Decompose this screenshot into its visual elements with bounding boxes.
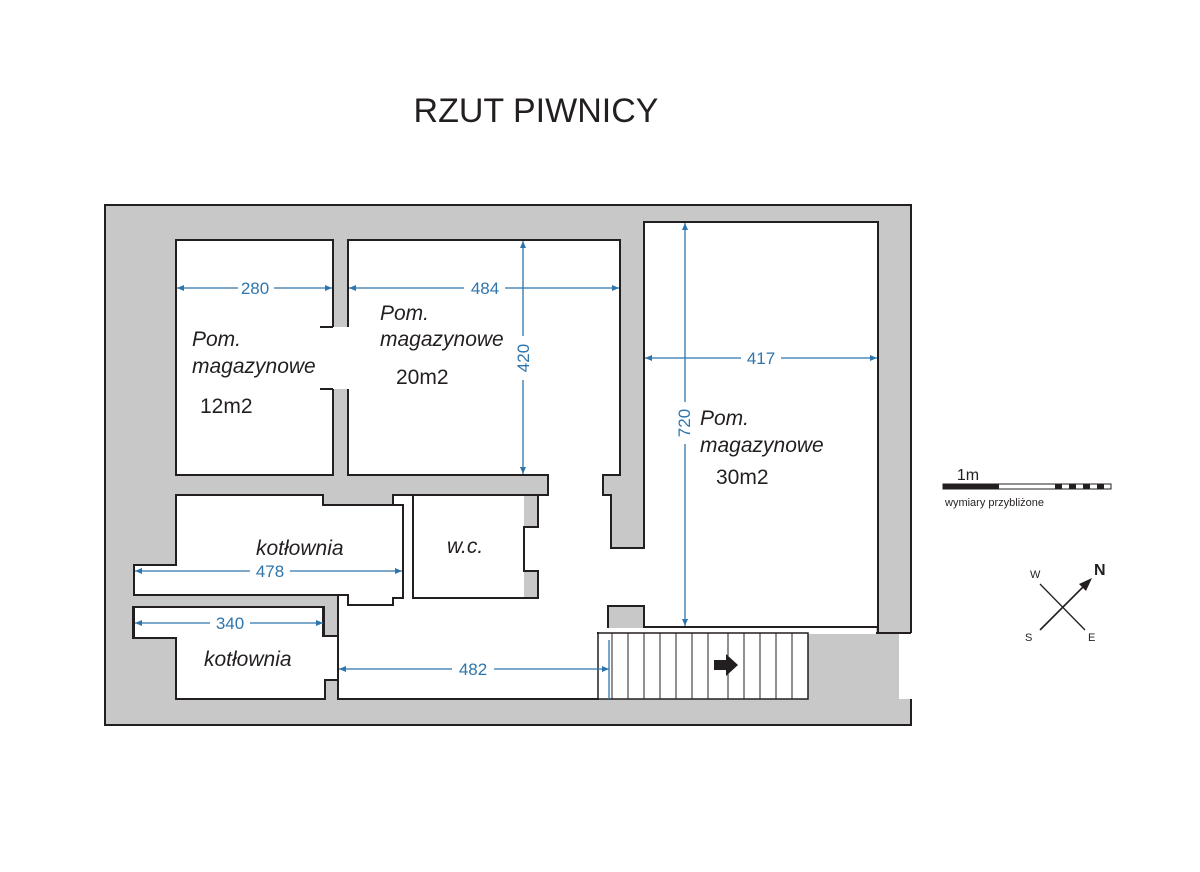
entrance-opening (899, 633, 913, 699)
rooms (132, 221, 879, 700)
room-label-boiler-2: kotłownia (204, 648, 292, 671)
room-label-storage-12-line2: magazynowe (192, 355, 316, 378)
scale-label: 1m (957, 467, 979, 484)
room-labels: Pom. magazynowe 12m2 Pom. magazynowe 20m… (192, 302, 824, 671)
stairs-direction-arrow-icon (714, 654, 738, 676)
room-label-wc: w.c. (447, 535, 483, 558)
dimension-484: 484 (471, 279, 499, 298)
room-wc (413, 495, 524, 598)
room-label-storage-12-line1: Pom. (192, 328, 241, 351)
room-label-storage-30-line1: Pom. (700, 407, 749, 430)
room-label-storage-20-line2: magazynowe (380, 328, 504, 351)
compass-north: N (1094, 562, 1106, 579)
room-label-storage-30-line2: magazynowe (700, 434, 824, 457)
compass-east: E (1088, 632, 1095, 644)
compass: N W S E (1025, 562, 1106, 644)
dimension-lines: 280 484 420 417 720 478 340 (135, 223, 877, 699)
room-label-storage-20-line1: Pom. (380, 302, 429, 325)
dimension-478: 478 (256, 562, 284, 581)
room-area-30: 30m2 (716, 466, 769, 489)
dimension-720: 720 (675, 409, 694, 437)
north-arrow-icon (1079, 578, 1092, 591)
dimension-420: 420 (514, 344, 533, 372)
dimension-280: 280 (241, 279, 269, 298)
staircase (597, 632, 809, 700)
room-label-boiler-1: kotłownia (256, 537, 344, 560)
room-area-12: 12m2 (200, 395, 253, 418)
stairs (597, 632, 809, 700)
room-boiler-2 (133, 606, 339, 700)
compass-south: S (1025, 632, 1032, 644)
scale-bar: 1m wymiary przybliżone (942, 467, 1112, 509)
room-area-20: 20m2 (396, 366, 449, 389)
room-boiler-1 (133, 494, 404, 606)
plan-title: RZUT PIWNICY (414, 92, 659, 130)
dimension-417: 417 (747, 349, 775, 368)
dimension-482: 482 (459, 660, 487, 679)
dimension-340: 340 (216, 614, 244, 633)
compass-west: W (1030, 569, 1041, 581)
scale-note: wymiary przybliżone (944, 497, 1044, 509)
